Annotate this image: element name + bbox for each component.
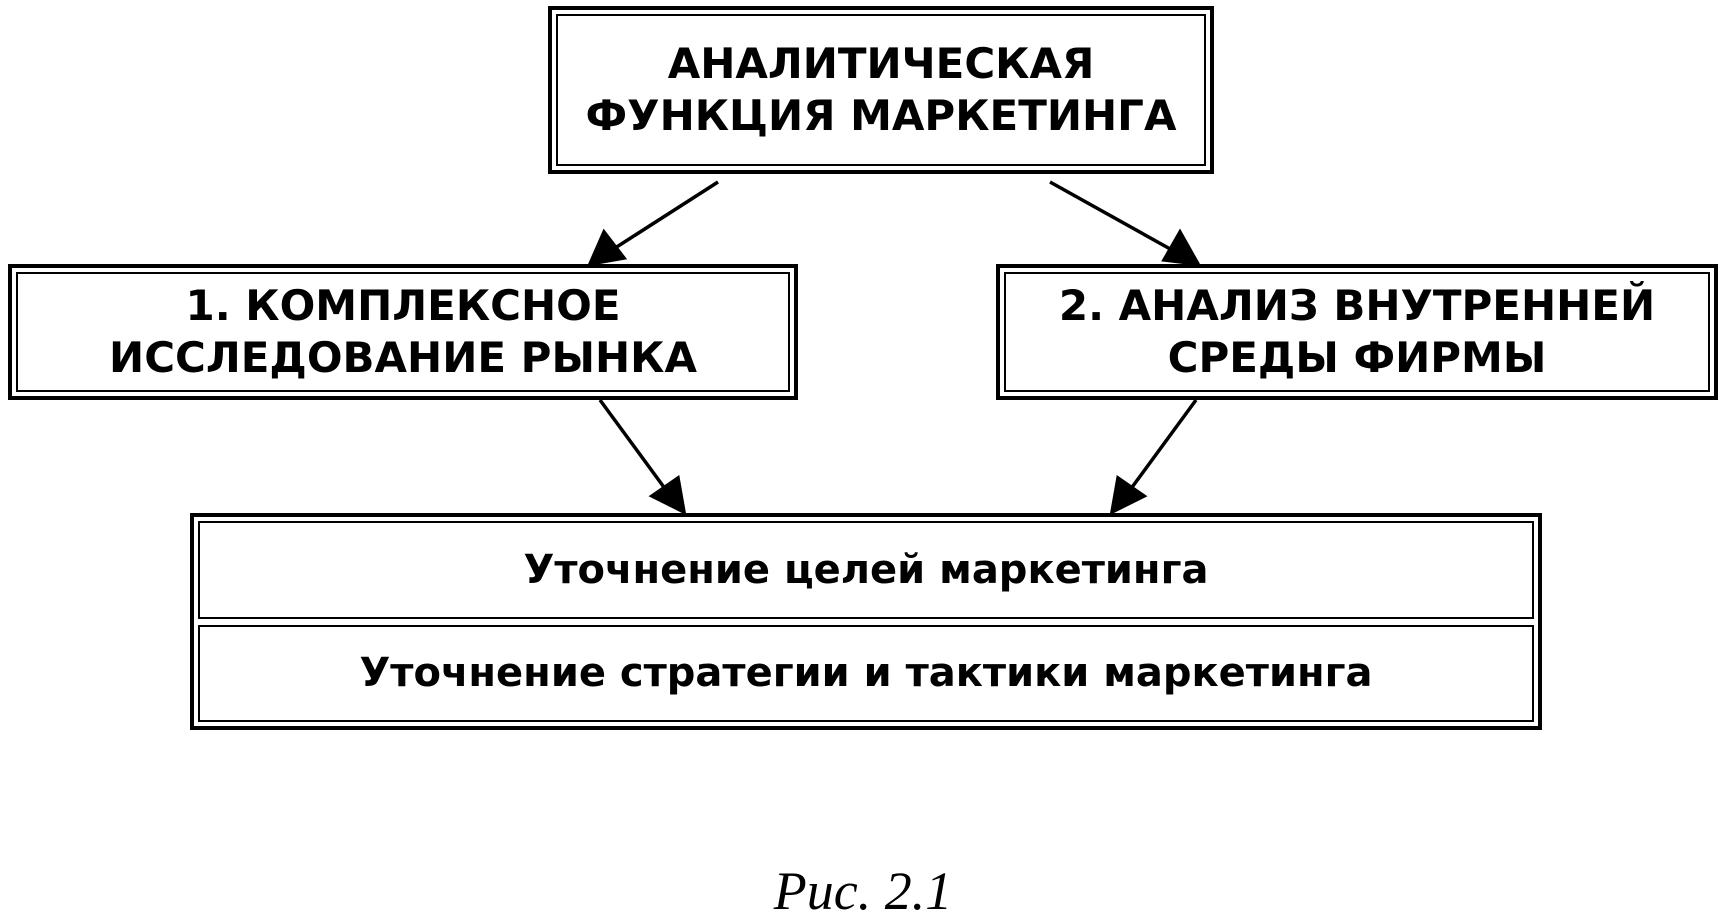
refine-goals-row: Уточнение целей маркетинга <box>198 521 1534 619</box>
arrowhead-top-to-right <box>1161 228 1202 267</box>
figure-caption: Рис. 2.1 <box>773 861 953 921</box>
market-research-line-2: ИССЛЕДОВАНИЕ РЫНКА <box>109 333 697 382</box>
internal-environment-line-1: 2. АНАЛИЗ ВНУТРЕННЕЙ <box>1058 280 1656 330</box>
arrow-top-to-right <box>1049 180 1173 252</box>
analytic-function-line-1: АНАЛИТИЧЕСКАЯ <box>667 38 1095 88</box>
arrow-right-to-bottom <box>1128 398 1198 492</box>
refine-strategy-row: Уточнение стратегии и тактики маркетинга <box>198 624 1534 722</box>
market-research-line-1: 1. КОМПЛЕКСНОЕ <box>185 280 621 330</box>
arrowhead-top-to-left <box>587 228 628 267</box>
arrowhead-left-to-bottom <box>648 475 687 516</box>
analytic-function-line-2: ФУНКЦИЯ МАРКЕТИНГА <box>585 91 1177 140</box>
refinement-box: Уточнение целей маркетинга Уточнение стр… <box>190 513 1542 730</box>
internal-environment-line-2: СРЕДЫ ФИРМЫ <box>1167 333 1547 382</box>
arrow-top-to-left <box>611 180 719 252</box>
arrow-left-to-bottom <box>598 398 668 492</box>
market-research-box: 1. КОМПЛЕКСНОЕ ИССЛЕДОВАНИЕ РЫНКА <box>8 264 798 400</box>
analytic-function-box: АНАЛИТИЧЕСКАЯ ФУНКЦИЯ МАРКЕТИНГА <box>548 6 1214 174</box>
internal-environment-box: 2. АНАЛИЗ ВНУТРЕННЕЙ СРЕДЫ ФИРМЫ <box>996 264 1718 400</box>
arrowhead-right-to-bottom <box>1109 475 1148 516</box>
